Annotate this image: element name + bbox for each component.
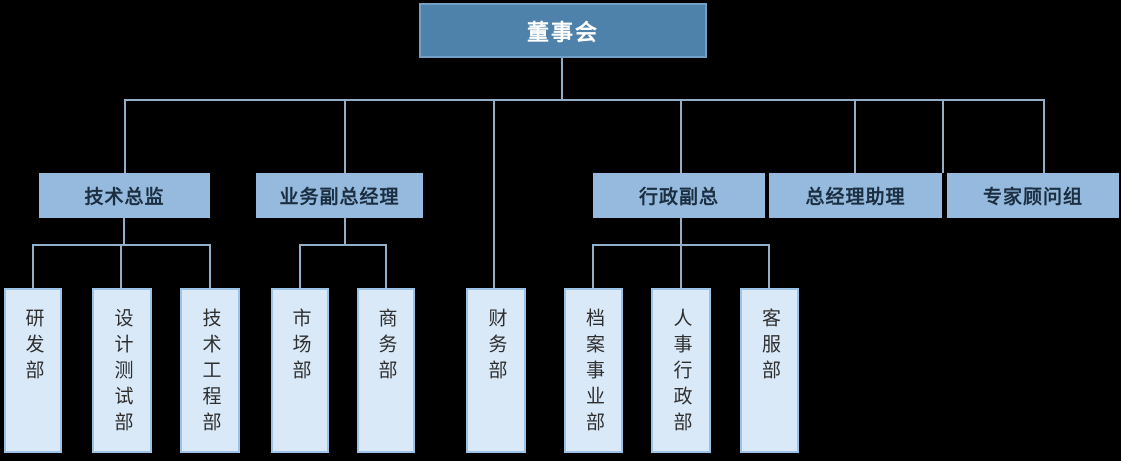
node-dept-design-test-label: 设计测试部: [111, 308, 133, 438]
connector-admin-stem: [680, 218, 682, 244]
node-dept-customer-service[interactable]: 客服部: [740, 288, 799, 453]
node-dept-commerce-label: 商务部: [375, 308, 397, 386]
node-expert-advisory[interactable]: 专家顾问组: [947, 173, 1119, 218]
connector-business-bus: [299, 244, 387, 246]
connector-drop-admin: [680, 99, 682, 173]
connector-drop-rd: [32, 244, 34, 288]
connector-drop-tech: [124, 99, 126, 173]
node-dept-archives[interactable]: 档案事业部: [564, 288, 623, 453]
node-dept-commerce[interactable]: 商务部: [357, 288, 415, 453]
connector-drop-hr: [680, 244, 682, 288]
connector-tech-bus: [33, 244, 211, 246]
connector-drop-business: [344, 99, 346, 173]
node-business-deputy[interactable]: 业务副总经理: [256, 173, 423, 218]
node-dept-rd[interactable]: 研发部: [4, 288, 62, 453]
connector-root-stem: [561, 58, 563, 99]
node-dept-marketing[interactable]: 市场部: [271, 288, 329, 453]
connector-drop-finance: [493, 99, 495, 288]
connector-drop-engineer: [209, 244, 211, 288]
connector-main-bus: [124, 99, 1045, 101]
node-dept-finance[interactable]: 财务部: [466, 288, 526, 453]
node-dept-hr-admin-label: 人事行政部: [670, 308, 692, 438]
node-dept-tech-engineering-label: 技术工程部: [199, 308, 221, 438]
node-admin-deputy[interactable]: 行政副总: [593, 173, 765, 218]
connector-tech-stem: [123, 218, 125, 244]
node-dept-archives-label: 档案事业部: [583, 308, 604, 438]
node-dept-tech-engineering[interactable]: 技术工程部: [180, 288, 240, 453]
node-dept-finance-label: 财务部: [485, 308, 507, 386]
node-dept-design-test[interactable]: 设计测试部: [92, 288, 152, 453]
connector-drop-expert-a: [942, 99, 944, 173]
connector-drop-expert-b: [1043, 99, 1045, 173]
connector-drop-commerce: [385, 244, 387, 288]
connector-drop-design: [120, 244, 122, 288]
node-gm-assistant[interactable]: 总经理助理: [769, 173, 942, 218]
node-dept-hr-admin[interactable]: 人事行政部: [651, 288, 711, 453]
node-board[interactable]: 董事会: [419, 3, 707, 58]
connector-business-stem: [344, 218, 346, 244]
node-dept-rd-label: 研发部: [22, 308, 44, 386]
connector-drop-marketing: [299, 244, 301, 288]
connector-drop-archives: [592, 244, 594, 288]
connector-drop-service: [768, 244, 770, 288]
node-dept-customer-service-label: 客服部: [759, 308, 780, 386]
node-dept-marketing-label: 市场部: [289, 308, 311, 386]
node-tech-director[interactable]: 技术总监: [39, 173, 210, 218]
connector-drop-gm-assist: [854, 99, 856, 173]
